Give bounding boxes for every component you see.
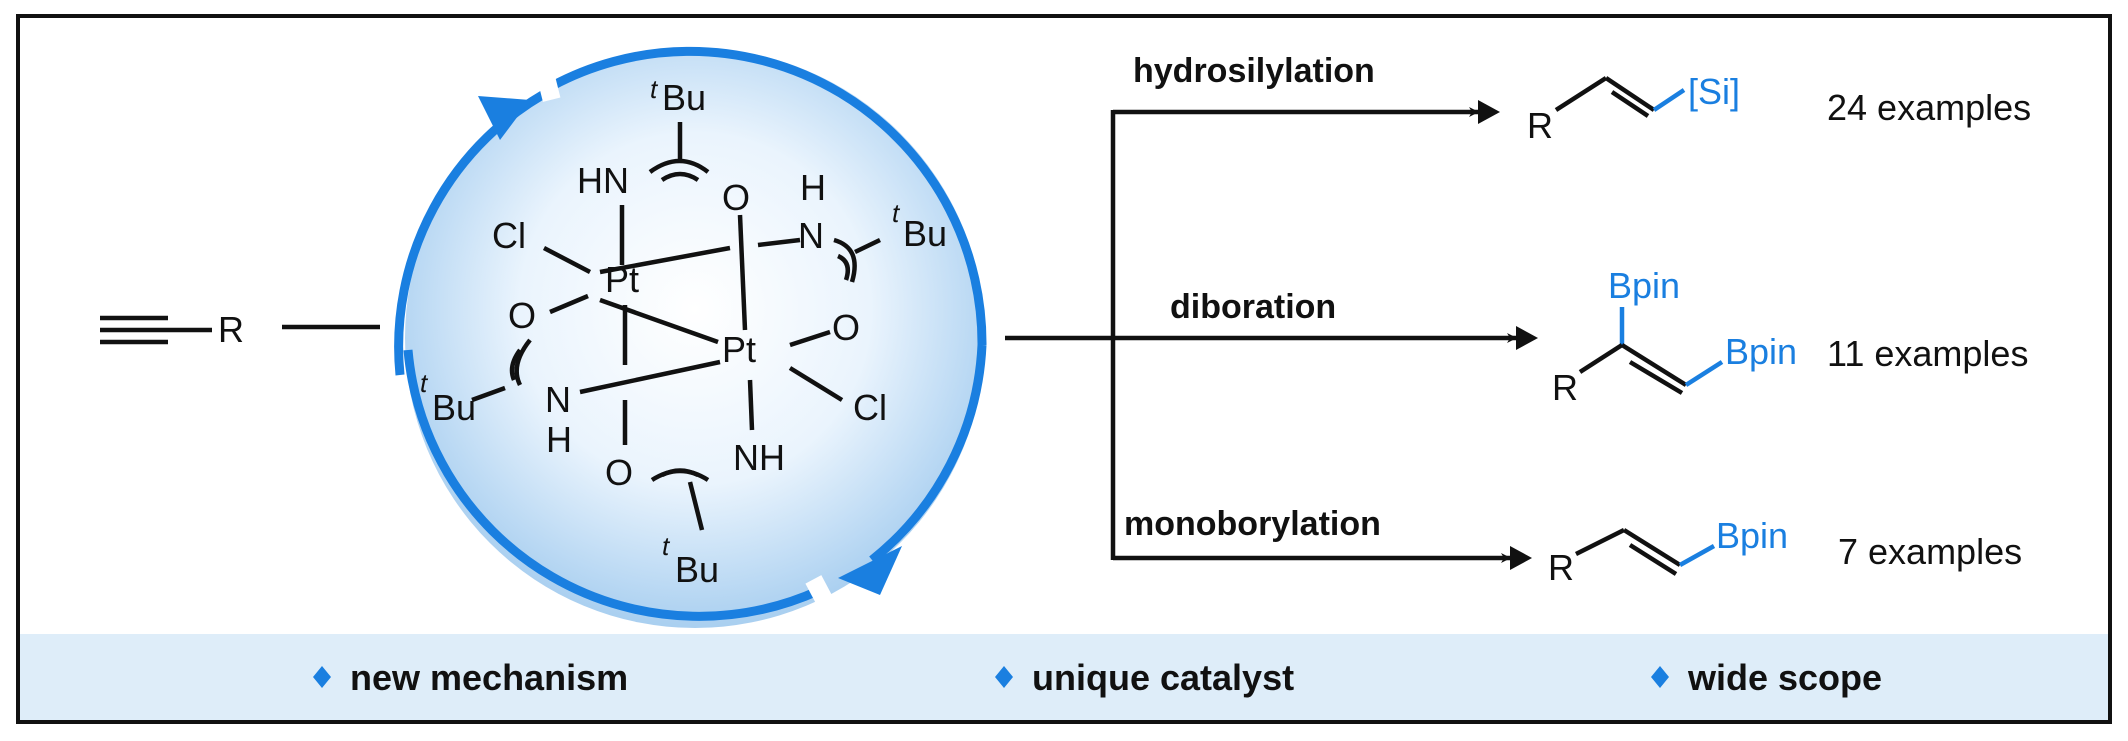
product-3-r: R [1548,547,1574,588]
cycle-arrow-right [869,344,987,564]
product-3-examples: 7 examples [1838,531,2022,572]
tbu-left: Bu [432,387,476,428]
highlight-wide-scope: wide scope [1687,657,1882,698]
diamond-bullet-icon [313,666,331,688]
product-vinylboronate: R Bpin 7 examples [1548,515,2022,588]
highlights-bar: new mechanism unique catalyst wide scope [313,657,1882,698]
hn-atom-top: HN [577,160,629,201]
o-atom-top: O [722,177,750,218]
outer-frame [16,14,2112,724]
cl-atom-1: Cl [492,215,526,256]
o-atom-left: O [508,295,536,336]
product-1-examples: 24 examples [1827,87,2031,128]
tbu-prefix-left: t [420,368,429,398]
cycle-arrow-bottom [403,349,822,621]
o-atom-right: O [832,307,860,348]
footer-band [20,634,2108,720]
catalyst-sphere [405,48,985,628]
branch-arrows [1005,100,1538,570]
product-1-r: R [1527,105,1553,146]
product-vinylsilane: R [Si] 24 examples [1527,71,2031,146]
product-2-bpin-top: Bpin [1608,265,1680,306]
product-2-examples: 11 examples [1827,333,2028,374]
highlight-unique-catalyst: unique catalyst [1032,657,1294,698]
substrate-r-label: R [218,309,244,350]
tbu-right: Bu [903,213,947,254]
pt-dimer-structure: Pt Pt Cl Cl HN O t Bu H N t Bu O O N H t… [420,74,947,590]
reaction-label-monoborylation: monoborylation [1124,505,1381,543]
product-diboryl-alkene: Bpin R Bpin 11 examples [1552,265,2028,408]
h-atom-right: H [800,167,826,208]
cycle-arrowhead-top [478,96,530,140]
tbu-bottom: Bu [675,549,719,590]
highlight-new-mechanism: new mechanism [350,657,628,698]
diamond-bullet-icon [1651,666,1669,688]
product-3-bpin: Bpin [1716,515,1788,556]
cycle-arrow-top [549,46,987,346]
tbu-prefix-right: t [892,198,901,228]
cl-atom-2: Cl [853,387,887,428]
product-2-bpin: Bpin [1725,331,1797,372]
tbu-prefix-bottom: t [662,531,671,561]
tbu-top: Bu [662,77,706,118]
reaction-label-diboration: diboration [1170,288,1336,326]
reaction-label-hydrosilylation: hydrosilylation [1133,52,1375,90]
product-1-silyl-group: [Si] [1688,71,1740,112]
product-2-r: R [1552,367,1578,408]
pt-atom-1: Pt [605,259,639,300]
alkyne-substrate: R [100,309,244,350]
diamond-bullet-icon [995,666,1013,688]
nh-atom-bottom: NH [733,437,785,478]
n-atom-left: N [545,379,571,420]
cycle-arrowhead-bottom [838,546,902,595]
pt-atom-2: Pt [722,329,756,370]
tbu-prefix-top: t [650,74,659,104]
n-atom-right: N [798,215,824,256]
h-atom-left: H [546,419,572,460]
o-atom-bottom: O [605,452,633,493]
cycle-arrows [394,46,987,621]
